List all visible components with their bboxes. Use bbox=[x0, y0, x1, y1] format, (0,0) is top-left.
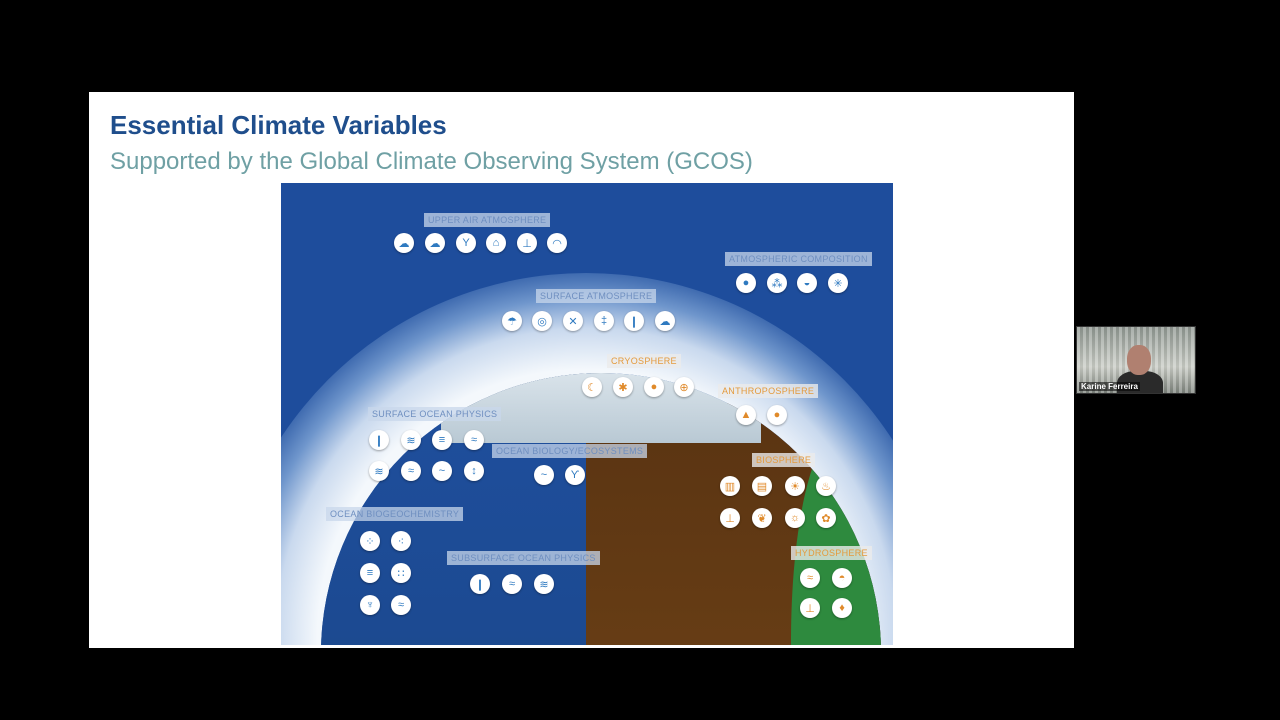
water-use-icon: ▲ bbox=[736, 405, 756, 425]
wind-vane-icon: Y bbox=[456, 233, 476, 253]
marine-habitat-icon: ϒ bbox=[565, 465, 585, 485]
label-anthroposphere: ANTHROPOSPHERE bbox=[718, 384, 819, 398]
fire-icon: ♨ bbox=[816, 476, 836, 496]
permafrost-icon: ⊕ bbox=[674, 377, 694, 397]
soil-moisture-icon: ✿ bbox=[816, 508, 836, 528]
participant-name: Karine Ferreira bbox=[1079, 382, 1140, 391]
surface-stress-icon: ~ bbox=[432, 461, 452, 481]
ocean-colour-icon: ≈ bbox=[391, 595, 411, 615]
slide-subtitle: Supported by the Global Climate Observin… bbox=[110, 148, 753, 175]
earth-radiation-icon: ◠ bbox=[547, 233, 567, 253]
fapar-icon: ☼ bbox=[785, 508, 805, 528]
ice-sheets-icon: ● bbox=[644, 377, 664, 397]
snow-icon: ✱ bbox=[613, 377, 633, 397]
precipitation-icon: ☂ bbox=[502, 311, 522, 331]
label-biosphere: BIOSPHERE bbox=[752, 453, 816, 467]
ecv-infographic: UPPER AIR ATMOSPHERE ☁ ☁ Y ⌂ ⊥ ◠ ATMOSPH… bbox=[281, 183, 893, 645]
participant-video-tile[interactable]: Karine Ferreira bbox=[1076, 326, 1196, 394]
label-surface-atmosphere: SURFACE ATMOSPHERE bbox=[536, 289, 657, 303]
heat-flux-icon: ↕ bbox=[464, 461, 484, 481]
radiation-budget-icon: ◎ bbox=[532, 311, 552, 331]
sea-state-icon: ≋ bbox=[401, 430, 421, 450]
sea-temperature-icon: ❙ bbox=[369, 430, 389, 450]
plankton-icon: ~ bbox=[534, 465, 554, 485]
soil-carbon-icon: ⊥ bbox=[720, 508, 740, 528]
label-ocean-biology-ecosystems: OCEAN BIOLOGY/ECOSYSTEMS bbox=[492, 444, 648, 458]
wind-icon: ✕ bbox=[563, 311, 583, 331]
ozone-icon: ◒ bbox=[797, 273, 817, 293]
aerosol-icon: ⁂ bbox=[767, 273, 787, 293]
albedo-icon: ☀ bbox=[785, 476, 805, 496]
radiosonde-icon: ⌂ bbox=[486, 233, 506, 253]
greenhouse-gas-icon: ● bbox=[736, 273, 756, 293]
wind-speed-icon: ‡ bbox=[594, 311, 614, 331]
participant-head bbox=[1127, 345, 1151, 375]
cloud-icon: ☁ bbox=[425, 233, 445, 253]
presentation-slide: Essential Climate Variables Supported by… bbox=[89, 92, 1074, 648]
transient-tracers-icon: ∷ bbox=[391, 563, 411, 583]
label-atmospheric-composition: ATMOSPHERIC COMPOSITION bbox=[725, 252, 872, 266]
label-hydrosphere: HYDROSPHERE bbox=[791, 546, 872, 560]
salinity-icon: ≈ bbox=[401, 461, 421, 481]
land-cover-icon: ▥ bbox=[720, 476, 740, 496]
label-upper-air-atmosphere: UPPER AIR ATMOSPHERE bbox=[424, 213, 551, 227]
ghg-fluxes-icon: ● bbox=[767, 405, 787, 425]
subsurface-salinity-icon: ≋ bbox=[534, 574, 554, 594]
label-ocean-biogeochemistry: OCEAN BIOGEOCHEMISTRY bbox=[326, 507, 464, 521]
sea-ice-icon: ≡ bbox=[432, 430, 452, 450]
lakes-icon: ◓ bbox=[832, 568, 852, 588]
river-discharge-icon: ≈ bbox=[800, 568, 820, 588]
precursors-icon: ✳ bbox=[828, 273, 848, 293]
slide-title: Essential Climate Variables bbox=[110, 110, 447, 140]
label-subsurface-ocean-physics: SUBSURFACE OCEAN PHYSICS bbox=[447, 551, 600, 565]
groundwater-icon: ⊥ bbox=[800, 598, 820, 618]
surface-currents-icon: ≋ bbox=[369, 461, 389, 481]
glaciers-icon: ☾ bbox=[582, 377, 602, 397]
balloon-icon: ⊥ bbox=[517, 233, 537, 253]
cloud-lightning-icon: ☁ bbox=[394, 233, 414, 253]
oxygen-icon: ≡ bbox=[360, 563, 380, 583]
sea-level-icon: ≈ bbox=[464, 430, 484, 450]
water-vapour-icon: ☁ bbox=[655, 311, 675, 331]
nutrients-icon: ⁖ bbox=[391, 531, 411, 551]
nitrous-oxide-icon: ♆ bbox=[360, 595, 380, 615]
leaf-area-icon: ❦ bbox=[752, 508, 772, 528]
inorganic-carbon-icon: ⁘ bbox=[360, 531, 380, 551]
label-cryosphere: CRYOSPHERE bbox=[607, 354, 681, 368]
temperature-icon: ❙ bbox=[624, 311, 644, 331]
land-surface-icon: ▤ bbox=[752, 476, 772, 496]
subsurface-temperature-icon: ❙ bbox=[470, 574, 490, 594]
soil-water-icon: ♦ bbox=[832, 598, 852, 618]
subsurface-currents-icon: ≈ bbox=[502, 574, 522, 594]
label-surface-ocean-physics: SURFACE OCEAN PHYSICS bbox=[368, 407, 502, 421]
